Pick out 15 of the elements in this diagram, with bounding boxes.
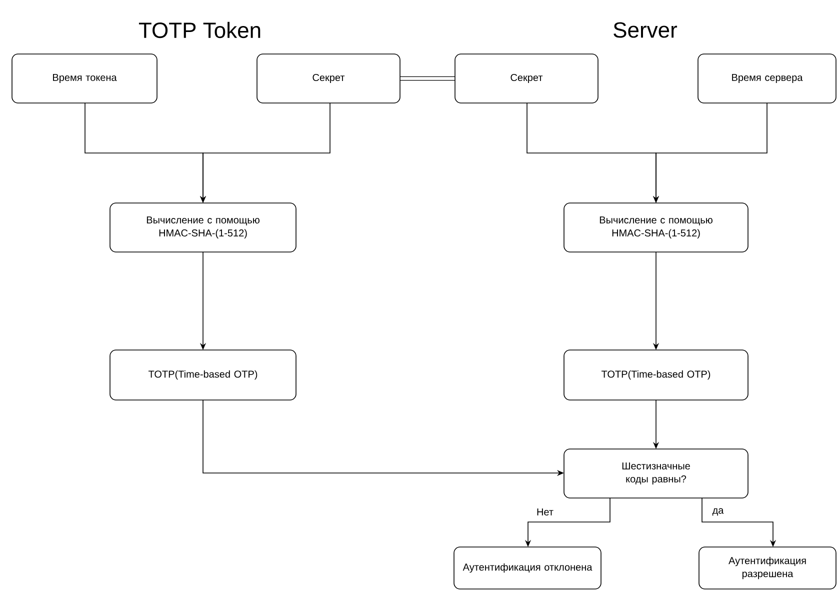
process-box: TOTP(Time-based OTP) [110,350,296,400]
process-box: Шестизначные коды равны? [564,448,748,498]
process-box: Аутентификация отклонена [454,546,602,590]
process-box: Время токена [12,54,158,104]
process-box: Вычисление с помощью HMAC-SHA-(1-512) [564,202,748,252]
edge-label: Нет [536,508,555,516]
process-box: Аутентификация разрешена [698,546,836,590]
process-box: TOTP(Time-based OTP) [564,350,748,400]
process-box: Секрет [256,54,400,104]
column-heading: TOTP Token [138,22,260,38]
process-box: Секрет [454,54,598,104]
column-heading: Server [614,22,678,38]
process-box: Вычисление с помощью HMAC-SHA-(1-512) [110,202,296,252]
process-box: Время сервера [698,54,836,104]
edge-label: да [711,507,725,517]
